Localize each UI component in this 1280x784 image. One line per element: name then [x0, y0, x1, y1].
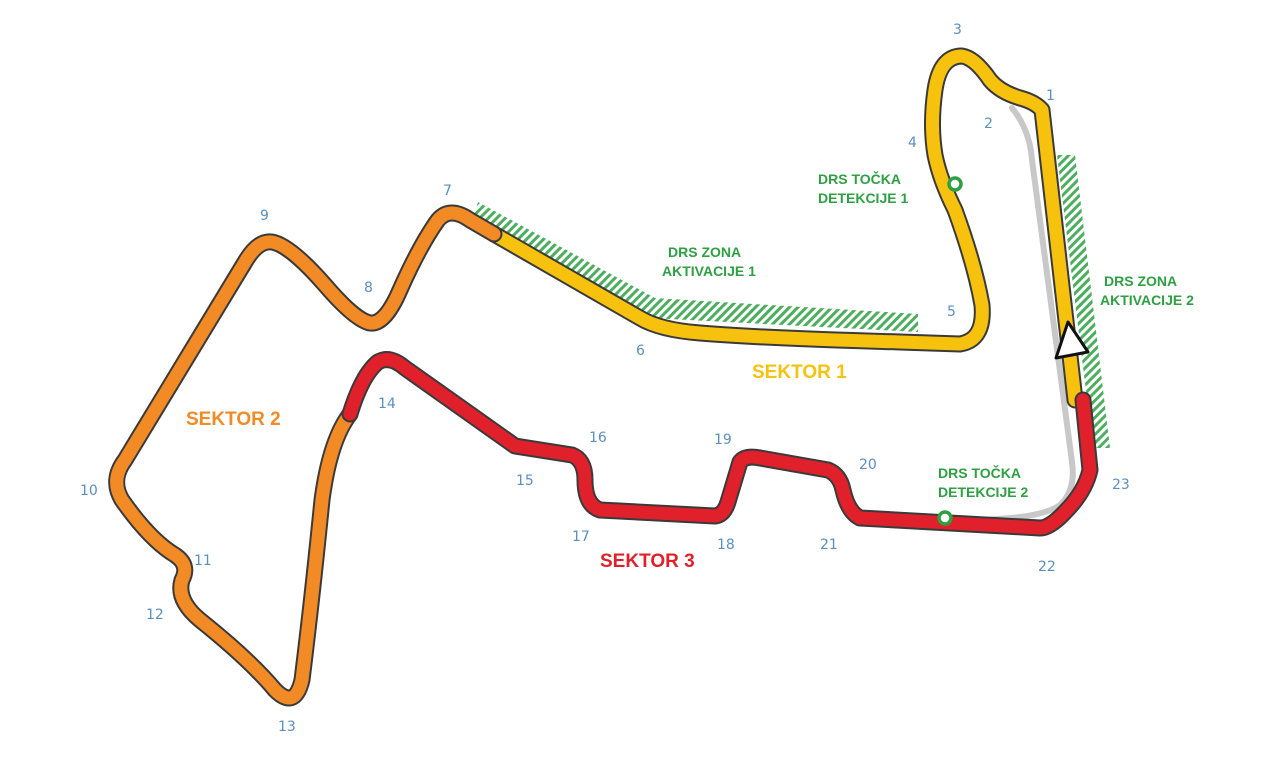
- corner-number: 4: [908, 135, 917, 151]
- corner-number: 21: [820, 537, 838, 553]
- corner-number: 14: [378, 396, 396, 412]
- corner-number: 23: [1112, 477, 1130, 493]
- corner-number: 2: [984, 116, 993, 132]
- drs-zone-2-label: DRS ZONA AKTIVACIJE 2: [1100, 273, 1194, 308]
- corner-number: 12: [146, 607, 164, 623]
- pit-lane: [957, 105, 1076, 523]
- corner-number: 19: [714, 432, 732, 448]
- corner-number: 5: [947, 304, 956, 320]
- sector-2-label: SEKTOR 2: [186, 409, 281, 430]
- corner-number: 22: [1038, 559, 1056, 575]
- corner-number: 20: [859, 457, 877, 473]
- corner-numbers: 1 2 3 4 5 6 7 8 9 10 11 12 13 14 15 16 1…: [80, 22, 1130, 735]
- corner-number: 7: [443, 183, 452, 199]
- corner-number: 11: [194, 553, 212, 569]
- corner-number: 9: [260, 208, 269, 224]
- corner-number: 8: [364, 280, 373, 296]
- sector-2-track: [110, 206, 501, 705]
- corner-number: 17: [572, 529, 590, 545]
- corner-number: 6: [636, 343, 645, 359]
- drs-zone-1-label: DRS ZONA AKTIVACIJE 1: [662, 244, 756, 279]
- corner-number: 1: [1046, 88, 1055, 104]
- start-direction-triangle-icon: [1054, 320, 1090, 360]
- sector-3-label: SEKTOR 3: [600, 551, 695, 572]
- corner-number: 15: [516, 473, 534, 489]
- drs-detection-2-marker: [937, 510, 953, 526]
- corner-number: 13: [278, 719, 296, 735]
- drs-zone-2-area: [1057, 155, 1110, 448]
- corner-number: 18: [717, 537, 735, 553]
- sector-3-track: [343, 353, 1097, 535]
- sector-1-label: SEKTOR 1: [752, 362, 847, 383]
- drs-detection-1-marker: [947, 176, 963, 192]
- drs-detection-2-label: DRS TOČKA DETEKCIJE 2: [938, 464, 1028, 500]
- drs-detection-1-label: DRS TOČKA DETEKCIJE 1: [818, 170, 908, 206]
- corner-number: 10: [80, 483, 98, 499]
- corner-number: 16: [589, 430, 607, 446]
- sector-1-track: [487, 49, 1082, 407]
- corner-number: 3: [953, 22, 962, 38]
